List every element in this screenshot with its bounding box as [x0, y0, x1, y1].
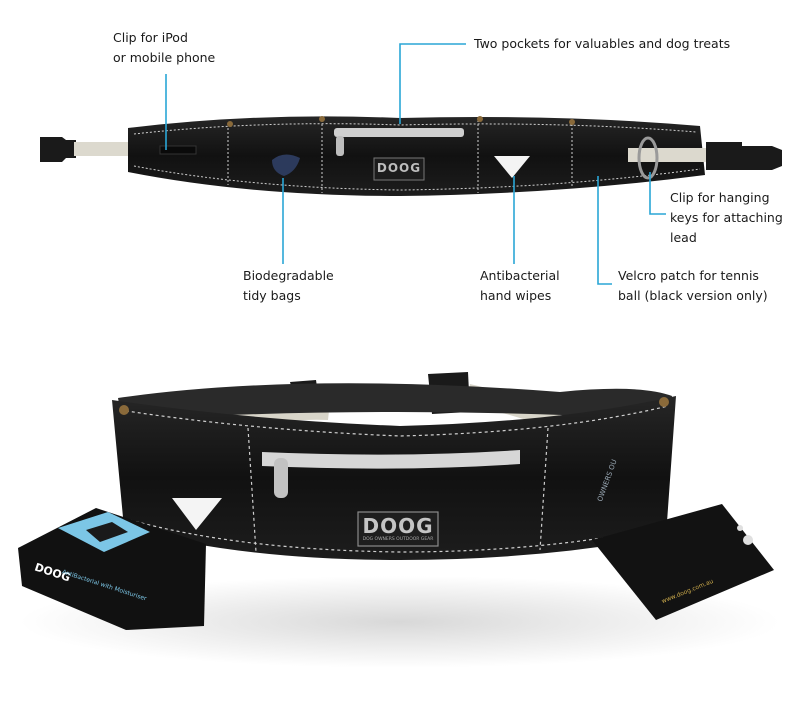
- label-line: Velcro patch for tennis: [618, 268, 759, 283]
- carabiner-icon: [637, 136, 659, 180]
- top-belt: [40, 116, 782, 196]
- label-line: Clip for iPod: [113, 30, 188, 45]
- zipper-pull-icon: [336, 136, 344, 156]
- label-line: Biodegradable: [243, 268, 334, 283]
- right-strap: [628, 148, 706, 162]
- bottom-belt: [112, 372, 676, 560]
- bottom-wipes-triangle: [172, 498, 222, 530]
- label-line: tidy bags: [243, 288, 301, 303]
- top-zipper: [334, 128, 464, 137]
- label-line: Two pockets for valuables and dog treats: [474, 36, 731, 51]
- top-logo: DOOG: [376, 161, 422, 175]
- label-velcro: Velcro patch for tennis ball (black vers…: [618, 266, 768, 306]
- label-clip-phone: Clip for iPod or mobile phone: [113, 28, 215, 68]
- bottom-logo: DOOG: [362, 514, 434, 538]
- bottom-belt-body: [112, 396, 676, 560]
- phone-clip: [159, 145, 197, 155]
- label-line: ball (black version only): [618, 288, 768, 303]
- label-pockets: Two pockets for valuables and dog treats: [474, 34, 730, 54]
- label-clip-keys: Clip for hanging keys for attaching lead: [670, 188, 783, 248]
- floor-shadow: [20, 576, 780, 668]
- wipes-triangle: [494, 156, 530, 178]
- bottom-logo-plate: [357, 511, 439, 547]
- leader-clip-keys: [649, 172, 666, 215]
- leader-lines: [165, 43, 666, 285]
- top-belt-body: [128, 116, 705, 196]
- label-line: or mobile phone: [113, 50, 216, 65]
- right-strap-slider: [706, 142, 742, 170]
- bottom-logo-tagline: DOG OWNERS OUTDOOR GEAR: [362, 537, 434, 542]
- tidy-bag: [272, 154, 300, 176]
- tidy-bag-pack: [592, 504, 774, 620]
- label-line: Antibacterial: [480, 268, 560, 283]
- label-line: lead: [670, 230, 697, 245]
- label-line: Clip for hanging: [670, 190, 770, 205]
- bottom-zipper: [262, 450, 520, 469]
- left-strap: [74, 142, 134, 156]
- bottom-zipper-pull-icon: [274, 458, 288, 498]
- label-line: hand wipes: [480, 288, 552, 303]
- left-buckle-icon: [40, 137, 76, 162]
- label-hand-wipes: Antibacterial hand wipes: [480, 266, 560, 306]
- right-buckle-icon: [742, 146, 782, 170]
- wipes-pack: [18, 508, 206, 630]
- leader-velcro: [597, 176, 612, 285]
- top-logo-plate: [373, 157, 425, 181]
- leader-pockets: [399, 43, 466, 124]
- label-tidy-bags: Biodegradable tidy bags: [243, 266, 334, 306]
- label-line: keys for attaching: [670, 210, 783, 225]
